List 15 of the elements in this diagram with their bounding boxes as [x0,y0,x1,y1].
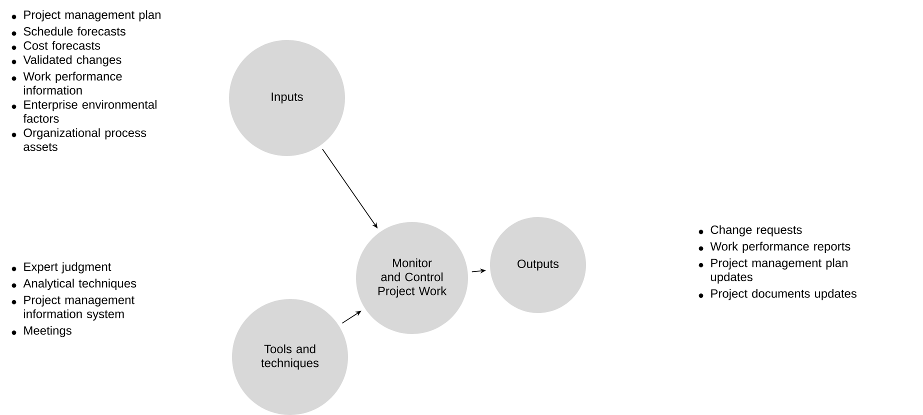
bullet-item: Enterprise environmental factors [12,100,156,123]
bullet-item: Change requests [698,225,802,236]
bullet-item: Cost forecasts [12,41,100,50]
bullet-item: Expert judgment [12,262,112,274]
bullet-item: Organizational process assets [12,128,146,152]
bullet-item: Work performance reports [698,242,850,253]
bullet-item: Meetings [12,326,72,338]
bullet-item: Project management information system [12,295,134,321]
bullet-item: Project documents updates [698,288,856,300]
bullet-item: Project management plan updates [698,258,848,284]
bullet-item: Schedule forecasts [12,26,126,36]
bullet-item: Project management plan [12,10,160,22]
bullet-item: Work performance information [12,72,122,95]
bullet-item: Validated changes [12,55,122,66]
bullet-item: Analytical techniques [12,278,136,290]
